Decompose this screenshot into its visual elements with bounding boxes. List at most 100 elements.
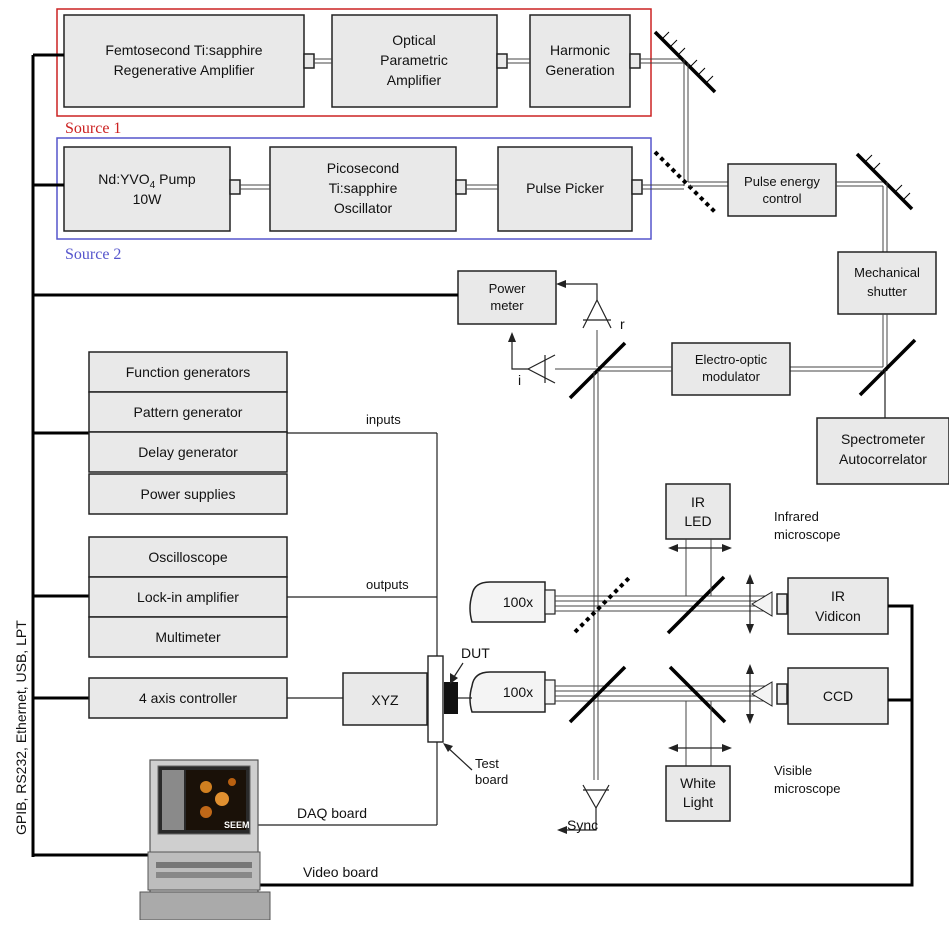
visible-microscope-line2: microscope bbox=[774, 781, 840, 796]
port bbox=[303, 53, 315, 69]
objective-upper-label: 100x bbox=[503, 594, 533, 610]
pump-box bbox=[63, 146, 231, 232]
oscillator-line2: Ti:sapphire bbox=[329, 180, 398, 196]
pulse-picker-box bbox=[497, 146, 633, 232]
detector-r-label: r bbox=[620, 316, 625, 332]
detector-i-label: i bbox=[518, 372, 521, 388]
lens-icon bbox=[751, 681, 773, 707]
pump-line1: Nd:YVO4 Pump bbox=[98, 171, 196, 191]
mirror-icon bbox=[668, 665, 727, 724]
electro-optic-modulator-box bbox=[671, 342, 791, 396]
lens-icon bbox=[751, 591, 773, 617]
white-light-box bbox=[665, 765, 731, 822]
daq-board-label: DAQ board bbox=[297, 805, 367, 821]
mirror-icon bbox=[858, 338, 917, 397]
port bbox=[776, 683, 788, 705]
white-light-line2: Light bbox=[683, 794, 713, 810]
outputs-label: outputs bbox=[366, 577, 409, 592]
multimeter-box bbox=[88, 616, 288, 658]
harmonic-line1: Harmonic bbox=[550, 42, 610, 58]
power-supplies-label: Power supplies bbox=[141, 486, 236, 502]
power-supplies-box bbox=[88, 473, 288, 515]
detector-r-icon bbox=[556, 280, 612, 367]
eom-line2: modulator bbox=[702, 369, 760, 384]
port bbox=[229, 179, 241, 195]
femtosecond-amplifier-line2: Regenerative Amplifier bbox=[114, 62, 255, 78]
lock-in-amplifier-label: Lock-in amplifier bbox=[137, 589, 239, 605]
pulse-picker-label: Pulse Picker bbox=[526, 180, 604, 196]
objective-lower-label: 100x bbox=[503, 684, 533, 700]
mirror-icon bbox=[666, 575, 726, 635]
power-meter-line1: Power bbox=[489, 281, 527, 296]
axis-controller-label: 4 axis controller bbox=[139, 690, 237, 706]
port bbox=[631, 179, 643, 195]
sync-label: Sync bbox=[567, 817, 598, 833]
sync-detector-icon bbox=[557, 784, 610, 834]
objective-upper-icon bbox=[469, 581, 556, 623]
opa-line1: Optical bbox=[392, 32, 436, 48]
ccd-label: CCD bbox=[823, 688, 853, 704]
eom-line1: Electro-optic bbox=[695, 352, 768, 367]
visible-microscope-line1: Visible bbox=[774, 763, 812, 778]
port bbox=[776, 593, 788, 615]
opa-line2: Parametric bbox=[380, 52, 448, 68]
pattern-generator-box bbox=[88, 391, 288, 433]
opa-line3: Amplifier bbox=[387, 72, 442, 88]
source2-label: Source 2 bbox=[65, 246, 121, 263]
mechanical-shutter-box bbox=[837, 251, 937, 315]
objective-lower-icon bbox=[469, 671, 556, 713]
femtosecond-amplifier-box bbox=[63, 14, 305, 108]
source1-label: Source 1 bbox=[65, 120, 121, 137]
test-board bbox=[427, 655, 444, 743]
mirror-icon bbox=[653, 30, 717, 94]
bus-label: GPIB, RS232, Ethernet, USB, LPT bbox=[13, 620, 29, 835]
oscillator-line3: Oscillator bbox=[334, 200, 393, 216]
beam-splitter-icon bbox=[653, 150, 717, 214]
port bbox=[629, 53, 641, 69]
femtosecond-amplifier-line1: Femtosecond Ti:sapphire bbox=[105, 42, 262, 58]
video-board-label: Video board bbox=[303, 864, 378, 880]
pattern-generator-label: Pattern generator bbox=[134, 404, 243, 420]
opa-box bbox=[331, 14, 498, 108]
delay-generator-box bbox=[88, 431, 288, 473]
mirror-icon bbox=[568, 665, 627, 724]
pulse-energy-line2: control bbox=[762, 191, 801, 206]
dut-label: DUT bbox=[461, 645, 490, 661]
pump-line2: 10W bbox=[133, 191, 163, 207]
spectrometer-box bbox=[816, 417, 949, 485]
mirror-icon bbox=[568, 341, 627, 400]
spectrometer-line2: Autocorrelator bbox=[839, 451, 927, 467]
function-generators-label: Function generators bbox=[126, 364, 251, 380]
ir-led-line2: LED bbox=[684, 513, 711, 529]
ir-vidicon-line2: Vidicon bbox=[815, 608, 861, 624]
harmonic-line2: Generation bbox=[545, 62, 614, 78]
white-light-line1: White bbox=[680, 775, 716, 791]
oscillator-line1: Picosecond bbox=[327, 160, 399, 176]
harmonic-box bbox=[529, 14, 631, 108]
infrared-microscope-line2: microscope bbox=[774, 527, 840, 542]
ccd-box bbox=[787, 667, 889, 725]
port bbox=[455, 179, 467, 195]
detector-i-icon bbox=[508, 332, 597, 384]
inputs-label: inputs bbox=[366, 412, 401, 427]
power-meter-line2: meter bbox=[490, 298, 524, 313]
delay-generator-label: Delay generator bbox=[138, 444, 238, 460]
ir-vidicon-line1: IR bbox=[831, 588, 845, 604]
oscilloscope-label: Oscilloscope bbox=[148, 549, 228, 565]
seem-screen-text: SEEM bbox=[224, 820, 250, 830]
computer-icon bbox=[139, 759, 271, 921]
xyz-label: XYZ bbox=[371, 692, 399, 708]
ir-led-line1: IR bbox=[691, 494, 705, 510]
mirror-icon bbox=[855, 152, 914, 211]
power-meter-box bbox=[457, 270, 557, 325]
test-board-line1: Test bbox=[475, 756, 499, 771]
infrared-microscope-line1: Infrared bbox=[774, 509, 819, 524]
test-board-line2: board bbox=[475, 772, 508, 787]
ir-vidicon-box bbox=[787, 577, 889, 635]
shutter-line1: Mechanical bbox=[854, 265, 920, 280]
spectrometer-line1: Spectrometer bbox=[841, 431, 925, 447]
ir-led-box bbox=[665, 483, 731, 540]
function-generators-box bbox=[88, 351, 288, 393]
axis-controller-box bbox=[88, 677, 288, 719]
